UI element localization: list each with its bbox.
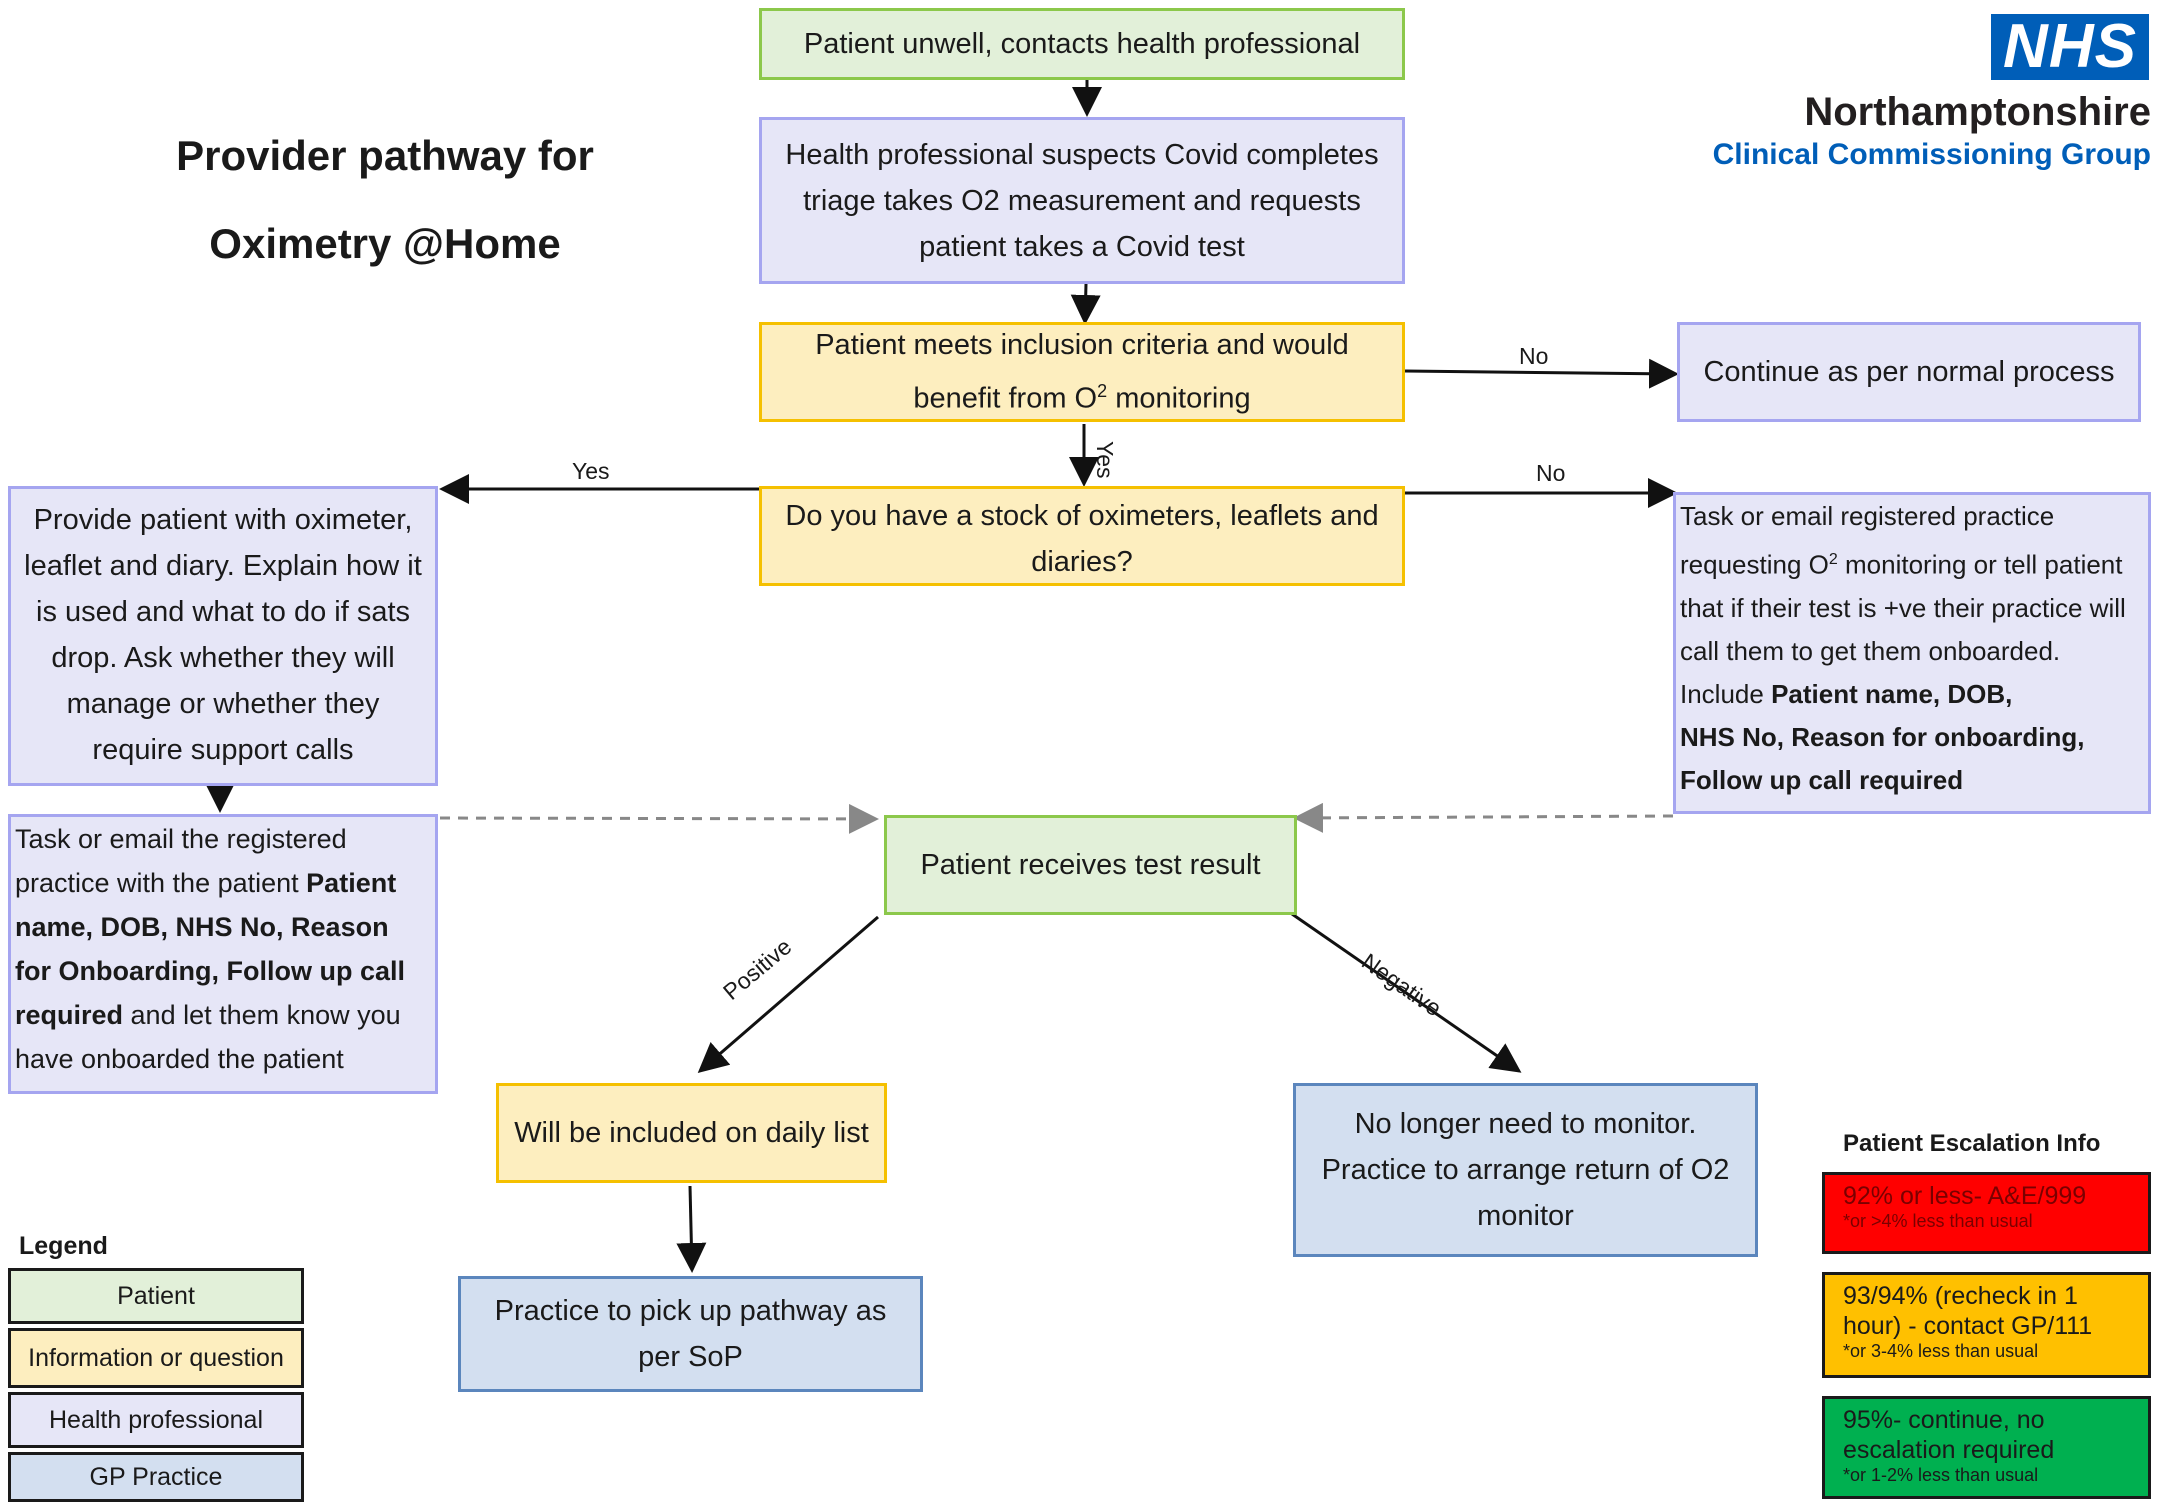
arrow-positive <box>697 915 879 1073</box>
node-no-longer-monitor-text: No longer need to monitor. Practice to a… <box>1321 1108 1730 1232</box>
escalation-red: 92% or less- A&E/999 *or >4% less than u… <box>1822 1172 2151 1254</box>
legend-info-question: Information or question <box>8 1328 304 1388</box>
legend: Legend Patient Information or question H… <box>6 1228 306 1502</box>
node-receives-result-text: Patient receives test result <box>920 849 1261 881</box>
page-title-line2: Oximetry @Home <box>209 220 561 267</box>
nhs-ccg-name: Clinical Commissioning Group <box>1712 138 2151 171</box>
nhs-logo: NHS Northamptonshire Clinical Commission… <box>1700 14 2155 174</box>
arrow-daily-to-pickup <box>676 1185 707 1273</box>
node-stock-question: Do you have a stock of oximeters, leafle… <box>759 486 1405 586</box>
arrow-suspects-to-criteria <box>1070 283 1101 325</box>
node-task-email-registered-text: Task or email the registered practice wi… <box>15 824 405 1074</box>
legend-title: Legend <box>19 1232 108 1260</box>
node-patient-unwell: Patient unwell, contacts health professi… <box>759 8 1405 80</box>
legend-patient: Patient <box>8 1268 304 1324</box>
node-task-email-practice: Task or email registered practice reques… <box>1673 492 2151 814</box>
escalation-red-main: 92% or less- A&E/999 <box>1843 1182 2087 1210</box>
node-daily-list-text: Will be included on daily list <box>514 1117 869 1149</box>
node-patient-unwell-text: Patient unwell, contacts health professi… <box>803 28 1361 60</box>
legend-gp-practice: GP Practice <box>8 1452 304 1502</box>
node-task-email-practice-text: Task or email registered practice reques… <box>1680 501 2126 795</box>
node-stock-question-text: Do you have a stock of oximeters, leafle… <box>785 500 1379 578</box>
edge-label-no-stock: No <box>1536 460 1566 486</box>
node-health-prof-suspects-text: Health professional suspects Covid compl… <box>785 138 1379 263</box>
arrow-criteria-no <box>1404 358 1679 389</box>
node-provide-patient: Provide patient with oximeter, leaflet a… <box>8 486 438 786</box>
node-inclusion-criteria-text: Patient meets inclusion criteria and wou… <box>815 329 1349 415</box>
node-receives-result: Patient receives test result <box>884 815 1297 915</box>
page-title-line1: Provider pathway for <box>176 132 594 179</box>
node-daily-list: Will be included on daily list <box>496 1083 887 1183</box>
dashed-task-to-result <box>439 803 879 834</box>
node-continue-normal-text: Continue as per normal process <box>1703 356 2115 388</box>
node-practice-pickup-text: Practice to pick up pathway as per SoP <box>494 1295 887 1373</box>
escalation-title: Patient Escalation Info <box>1843 1130 2101 1157</box>
page-title: Provider pathway for Oximetry @Home <box>85 132 685 268</box>
node-health-prof-suspects: Health professional suspects Covid compl… <box>759 117 1405 284</box>
node-continue-normal: Continue as per normal process <box>1677 322 2141 422</box>
escalation-red-note: *or >4% less than usual <box>1843 1211 2033 1231</box>
node-task-email-registered: Task or email the registered practice wi… <box>8 814 438 1094</box>
edge-label-no-criteria: No <box>1519 343 1549 369</box>
escalation-amber-note: *or 3-4% less than usual <box>1843 1341 2039 1361</box>
escalation-amber: 93/94% (recheck in 1 hour) - contact GP/… <box>1822 1272 2151 1378</box>
escalation-amber-main: 93/94% (recheck in 1 hour) - contact GP/… <box>1843 1282 2093 1340</box>
escalation-green: 95%- continue, no escalation required *o… <box>1822 1396 2151 1499</box>
edge-label-yes-stock: Yes <box>572 458 610 484</box>
node-no-longer-monitor: No longer need to monitor. Practice to a… <box>1293 1083 1758 1257</box>
escalation-green-main: 95%- continue, no escalation required <box>1843 1406 2055 1464</box>
node-practice-pickup: Practice to pick up pathway as per SoP <box>458 1276 923 1392</box>
nhs-badge: NHS <box>1991 14 2149 80</box>
node-provide-patient-text: Provide patient with oximeter, leaflet a… <box>24 504 422 766</box>
nhs-org-name: Northamptonshire <box>1804 90 2151 134</box>
escalation-green-note: *or 1-2% less than usual <box>1843 1465 2039 1485</box>
dashed-practice-to-result <box>1293 802 1674 833</box>
arrow-negative <box>1291 912 1522 1073</box>
node-inclusion-criteria: Patient meets inclusion criteria and wou… <box>759 322 1405 422</box>
legend-health-prof: Health professional <box>8 1392 304 1448</box>
edge-label-yes-criteria: Yes <box>1092 441 1118 479</box>
